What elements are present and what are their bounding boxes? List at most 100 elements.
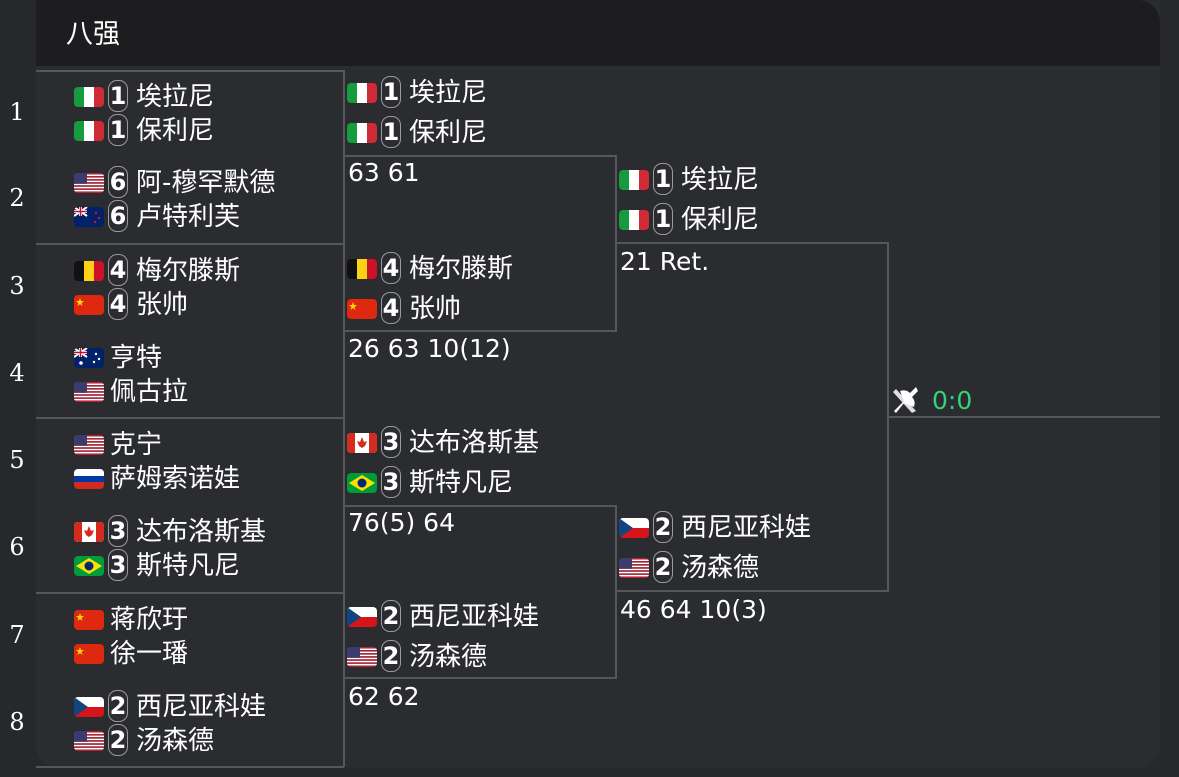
player-name: 达布洛斯基	[409, 428, 540, 458]
italy-flag-icon	[347, 123, 377, 143]
player-name: 蒋欣玗	[110, 605, 189, 635]
new-zealand-flag-icon	[74, 207, 104, 227]
match-score: 46 64 10(3)	[620, 595, 767, 624]
player-name: 埃拉尼	[136, 82, 215, 112]
seed-number: 7	[9, 621, 25, 649]
china-flag-icon	[74, 644, 104, 664]
canada-flag-icon	[347, 433, 377, 453]
italy-flag-icon	[74, 87, 104, 107]
player-name: 达布洛斯基	[136, 517, 267, 547]
player-name: 西尼亚科娃	[681, 513, 812, 543]
seed-number: 3	[9, 272, 25, 300]
bracket-connector	[888, 416, 1160, 418]
header-bar: 八强	[36, 0, 1160, 66]
bracket-divider	[343, 70, 345, 767]
seed-badge: 1	[381, 76, 401, 108]
player-name: 梅尔滕斯	[409, 254, 514, 284]
bracket-panel	[36, 0, 1160, 768]
match-score: 76(5) 64	[348, 508, 455, 537]
match-score: 21 Ret.	[620, 247, 710, 276]
italy-flag-icon	[347, 83, 377, 103]
seed-badge: 1	[108, 80, 128, 112]
bracket-connector	[616, 242, 889, 244]
canada-flag-icon	[74, 522, 104, 542]
belgium-flag-icon	[347, 259, 377, 279]
seed-number: 1	[9, 98, 25, 126]
seed-badge: 6	[108, 200, 128, 232]
seed-number: 2	[9, 184, 25, 212]
italy-flag-icon	[619, 170, 649, 190]
player-name: 亨特	[110, 343, 163, 373]
player-name: 斯特凡尼	[409, 468, 514, 498]
italy-flag-icon	[619, 210, 649, 230]
player-name: 阿-穆罕默德	[136, 168, 276, 198]
player-name: 西尼亚科娃	[409, 602, 540, 632]
bracket-divider	[36, 70, 344, 72]
player-name: 汤森德	[136, 726, 215, 756]
bracket-divider	[36, 417, 344, 419]
bracket-connector	[344, 330, 617, 332]
usa-flag-icon	[74, 173, 104, 193]
seed-badge: 4	[108, 254, 128, 286]
seed-number: 8	[9, 708, 25, 736]
player-name: 卢特利芙	[136, 202, 241, 232]
bracket-divider	[36, 592, 344, 594]
player-name: 徐一璠	[110, 639, 189, 669]
seed-badge: 4	[381, 252, 401, 284]
czech-flag-icon	[74, 697, 104, 717]
player-name: 梅尔滕斯	[136, 256, 241, 286]
seed-number: 6	[9, 533, 25, 561]
china-flag-icon	[74, 295, 104, 315]
seed-badge: 1	[653, 203, 673, 235]
seed-badge: 4	[381, 292, 401, 324]
usa-flag-icon	[619, 558, 649, 578]
bracket-connector	[344, 155, 617, 157]
seed-badge: 1	[108, 114, 128, 146]
usa-flag-icon	[347, 647, 377, 667]
seed-badge: 2	[653, 551, 673, 583]
bracket-connector	[615, 505, 617, 679]
match-score: 26 63 10(12)	[348, 334, 511, 363]
seed-badge: 2	[381, 640, 401, 672]
seed-number: 4	[9, 359, 25, 387]
seed-badge: 2	[108, 690, 128, 722]
page-title: 八强	[66, 19, 120, 50]
player-name: 张帅	[409, 294, 462, 324]
brazil-flag-icon	[347, 473, 377, 493]
seed-badge: 2	[653, 511, 673, 543]
seed-badge: 1	[653, 163, 673, 195]
usa-flag-icon	[74, 382, 104, 402]
australia-flag-icon	[74, 348, 104, 368]
seed-badge: 1	[381, 116, 401, 148]
crossed-rackets-icon	[893, 387, 918, 413]
player-name: 斯特凡尼	[136, 551, 241, 581]
player-name: 汤森德	[409, 642, 488, 672]
seed-badge: 4	[108, 288, 128, 320]
china-flag-icon	[74, 610, 104, 630]
russia-flag-icon	[74, 469, 104, 489]
champion-score: 0:0	[932, 386, 973, 415]
player-name: 汤森德	[681, 553, 760, 583]
seed-badge: 6	[108, 166, 128, 198]
player-name: 张帅	[136, 290, 189, 320]
bracket-divider	[36, 766, 344, 768]
player-name: 保利尼	[136, 116, 215, 146]
seed-number: 5	[9, 446, 25, 474]
match-score: 62 62	[348, 682, 420, 711]
seed-badge: 2	[381, 600, 401, 632]
belgium-flag-icon	[74, 261, 104, 281]
match-score: 63 61	[348, 158, 420, 187]
player-name: 埃拉尼	[409, 78, 488, 108]
usa-flag-icon	[74, 435, 104, 455]
bracket-divider	[36, 243, 344, 245]
player-name: 保利尼	[409, 118, 488, 148]
seed-badge: 3	[108, 549, 128, 581]
bracket-connector	[344, 677, 617, 679]
usa-flag-icon	[74, 731, 104, 751]
seed-badge: 2	[108, 724, 128, 756]
seed-badge: 3	[381, 426, 401, 458]
seed-badge: 3	[108, 515, 128, 547]
player-name: 萨姆索诺娃	[110, 464, 241, 494]
player-name: 佩古拉	[110, 377, 189, 407]
bracket-connector	[344, 505, 617, 507]
